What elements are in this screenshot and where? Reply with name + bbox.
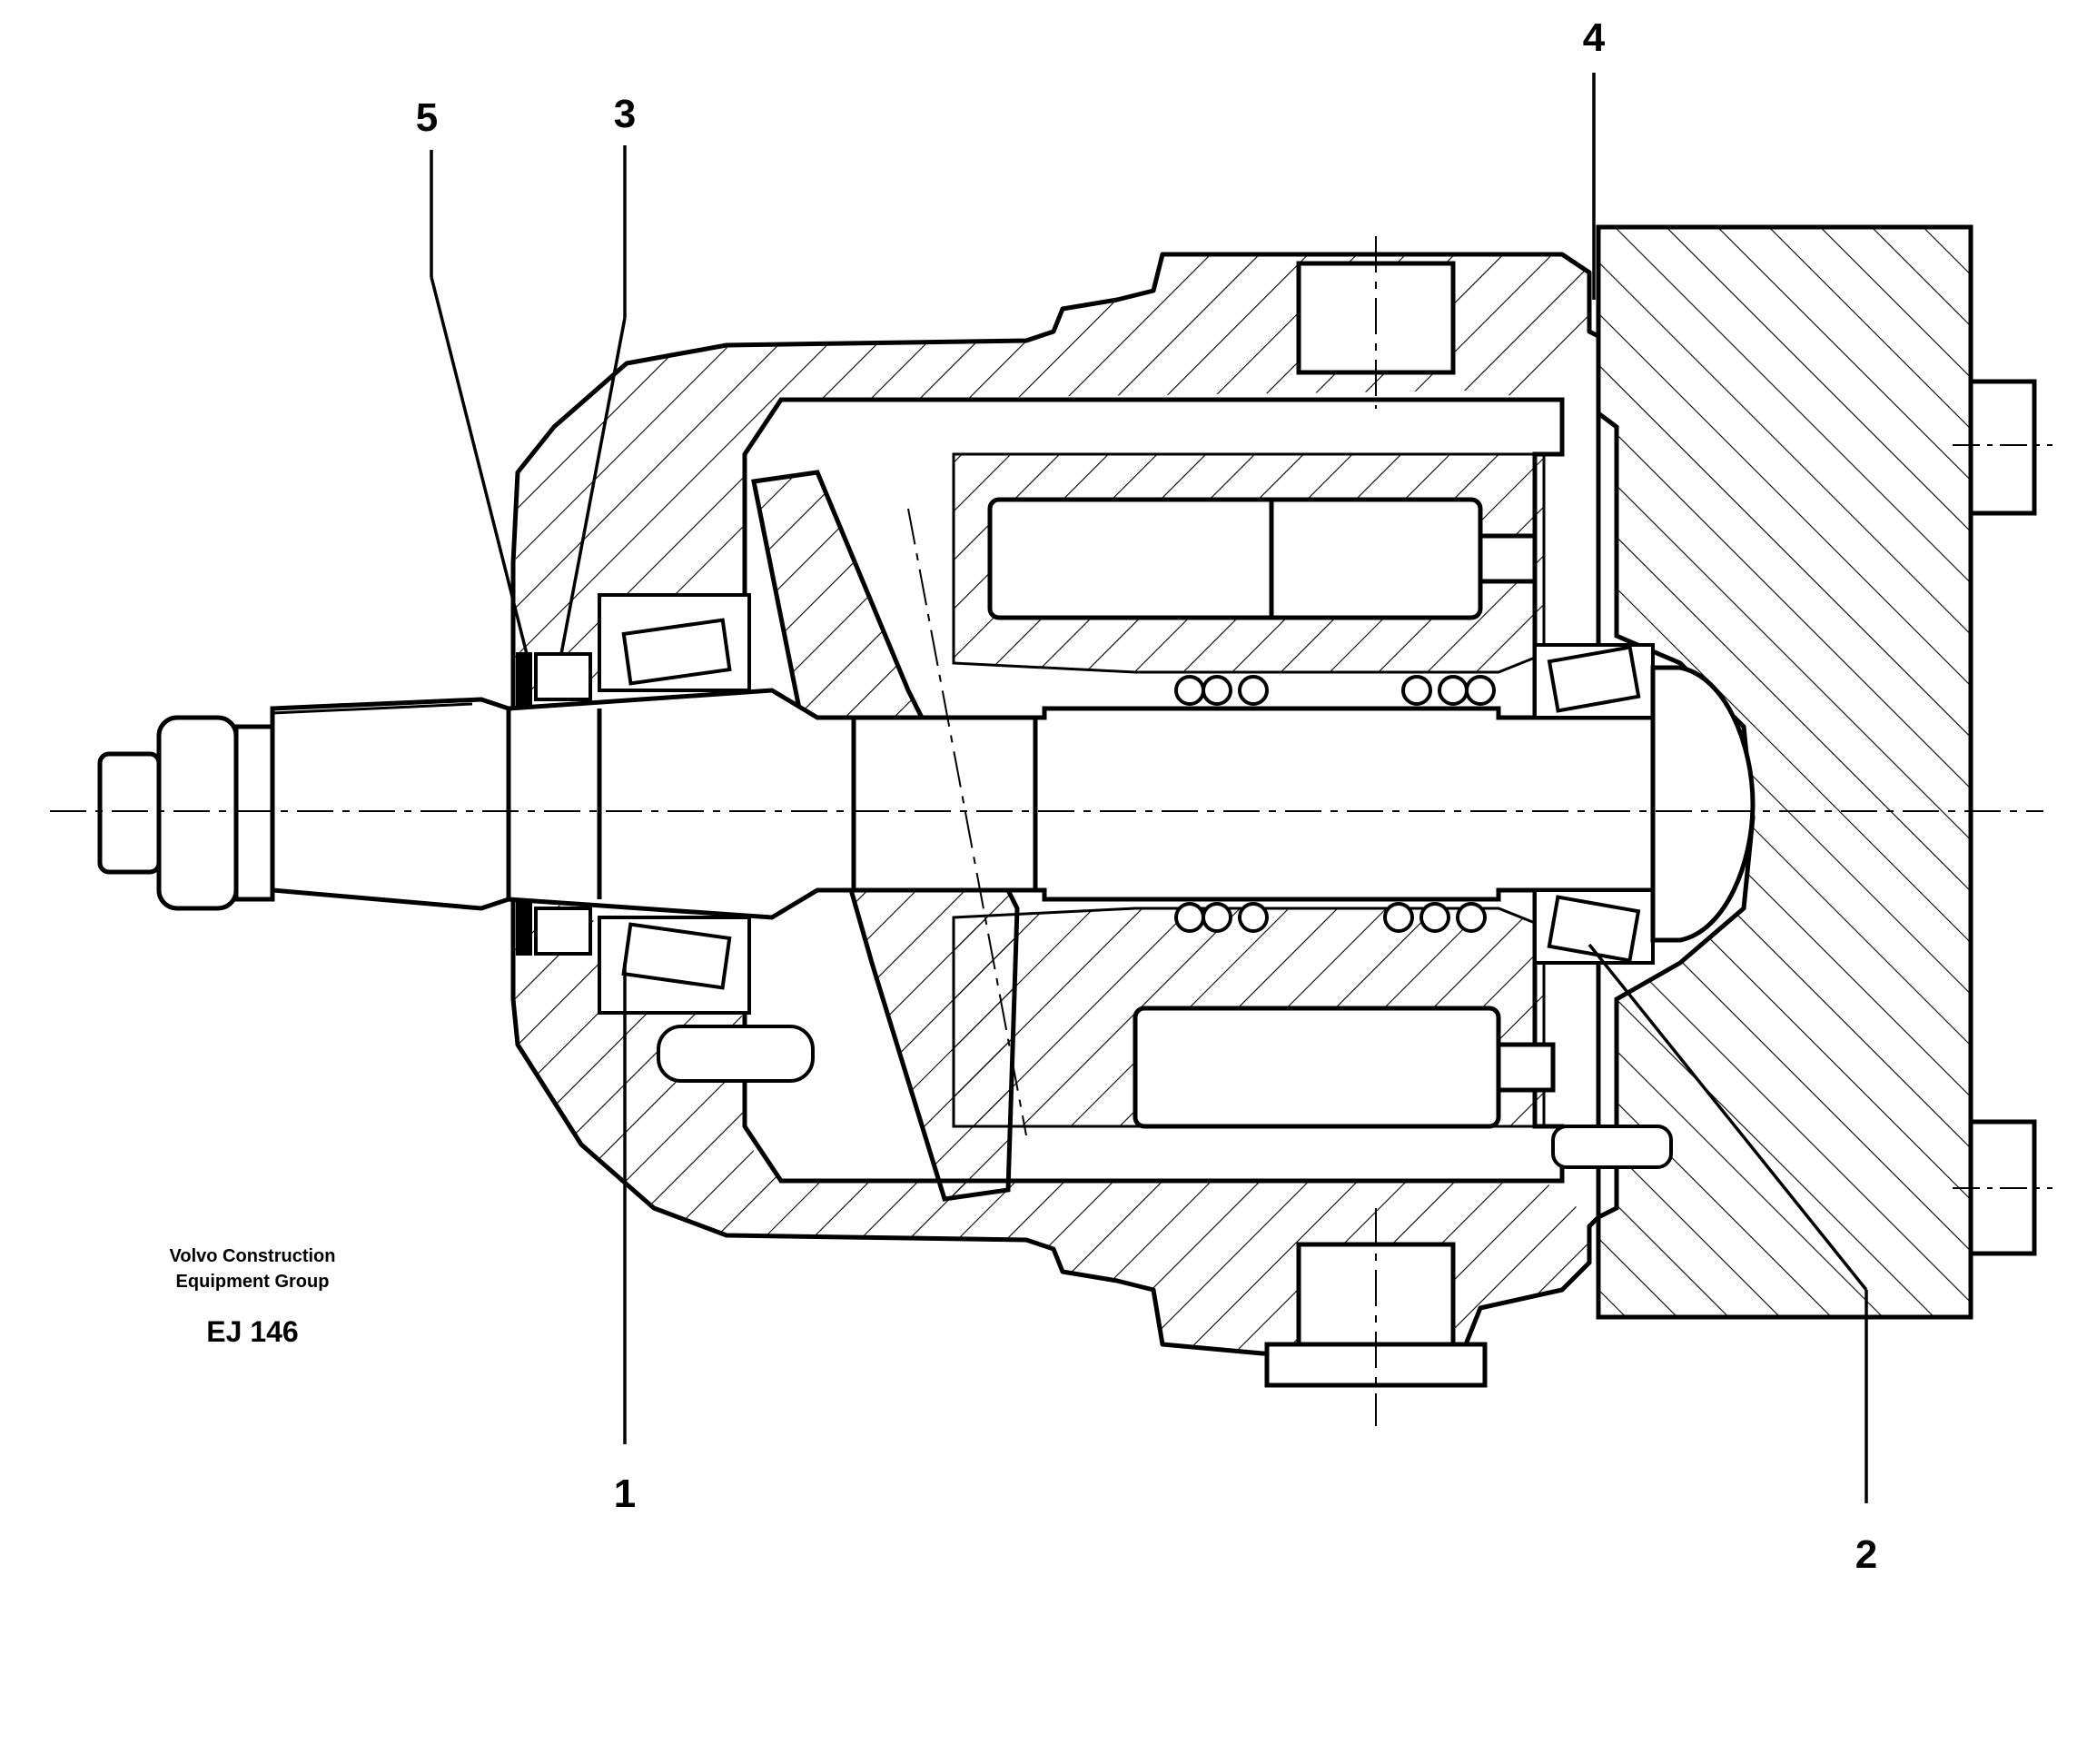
- callout-5: 5: [415, 95, 439, 140]
- drawing-code: EJ 146: [206, 1315, 299, 1348]
- callout-2: 2: [1855, 1532, 1878, 1577]
- piston-upper: [987, 497, 1538, 620]
- springs: [1174, 675, 1496, 933]
- shaft-nut: [97, 715, 275, 911]
- caption-company-line1: Volvo Construction: [169, 1246, 336, 1266]
- mounting-flange: [1596, 224, 2052, 1320]
- shaft-taper: [270, 697, 511, 911]
- snap-ring: [516, 652, 532, 956]
- drive-shaft: [506, 688, 1656, 920]
- shaft-seal: [534, 652, 592, 956]
- rear-bearing: [1533, 643, 1655, 965]
- piston-lower: [1133, 1006, 1556, 1129]
- callout-3: 3: [613, 92, 637, 136]
- leader-lines: [430, 73, 1868, 1503]
- caption-company-line2: Equipment Group: [175, 1272, 330, 1292]
- guide-pin: [657, 1025, 1673, 1169]
- centerlines: [50, 236, 2043, 1426]
- callout-1: 1: [613, 1472, 637, 1516]
- rear-cap: [1650, 665, 1756, 943]
- callout-4: 4: [1582, 15, 1606, 60]
- housing-hatching-lower: [513, 899, 1589, 1353]
